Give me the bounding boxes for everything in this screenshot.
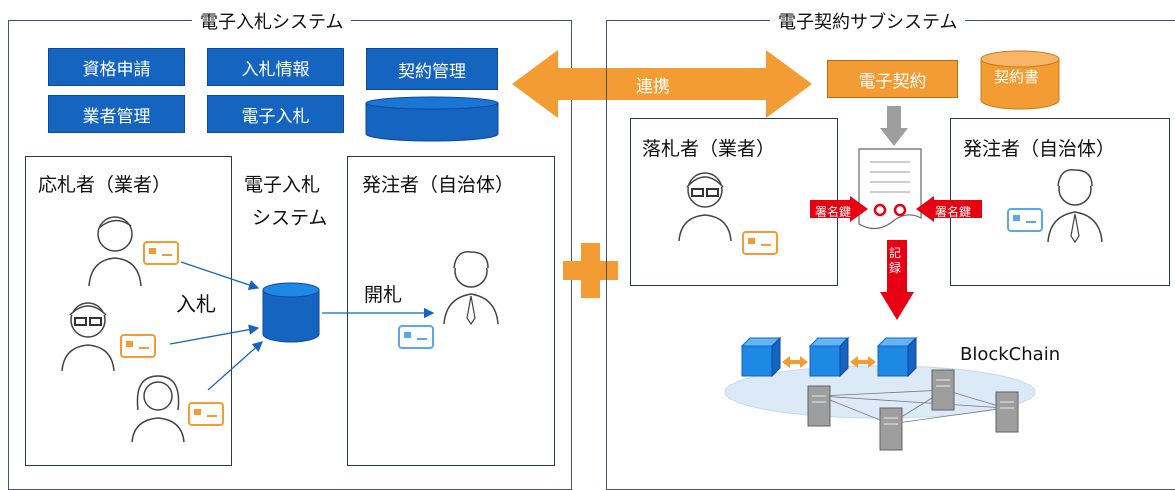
- contract-database-label: 契約書: [994, 68, 1040, 86]
- e-contract-subsystem-title: 電子契約サブシステム: [770, 8, 966, 34]
- blockchain-label: BlockChain: [960, 344, 1061, 365]
- orderer-person-left-icon: [443, 251, 499, 326]
- bid-label: 入札: [176, 292, 216, 316]
- orderer-box-right: [950, 118, 1170, 286]
- contract-management-button[interactable]: 契約管理: [366, 48, 498, 90]
- winner-box: [630, 118, 838, 286]
- bid-information-button[interactable]: 入札情報: [207, 48, 344, 86]
- id-card-icon: [188, 402, 224, 426]
- sign-key-left-label: 署名鍵: [815, 205, 852, 219]
- bidder-box-label: 応札者（業者）: [38, 174, 172, 196]
- bidder-person-2-icon: [61, 302, 115, 372]
- orderer-box-right-label: 発注者（自治体）: [963, 138, 1116, 160]
- gray-down-arrow: [880, 106, 908, 146]
- link-arrow: [512, 50, 812, 118]
- record-arrow: [880, 240, 914, 320]
- e-contract-box[interactable]: 電子契約: [827, 60, 958, 98]
- system-label-line1: 電子入札: [244, 174, 321, 196]
- winner-box-label: 落札者（業者）: [642, 138, 776, 160]
- bidder-person-1-icon: [88, 216, 142, 287]
- blockchain-network: [724, 336, 1036, 451]
- id-card-blue-icon: [398, 325, 434, 349]
- database-icon: [365, 96, 499, 142]
- contract-database-icon: [980, 50, 1060, 110]
- bidder-person-3-icon: [131, 375, 185, 443]
- id-card-icon: [742, 231, 778, 255]
- id-card-blue-icon: [1007, 208, 1043, 232]
- bid-database-icon: [262, 282, 320, 343]
- id-card-icon: [143, 241, 179, 265]
- qualification-application-button[interactable]: 資格申請: [48, 48, 185, 86]
- contract-document-icon: [858, 148, 922, 230]
- sign-arrow-right: [916, 196, 982, 222]
- orderer-box-left-label: 発注者（自治体）: [362, 174, 515, 196]
- plus-icon: [563, 243, 618, 298]
- link-label: 連携: [636, 77, 670, 97]
- vendor-management-button[interactable]: 業者管理: [48, 95, 185, 133]
- sign-arrow-left: [810, 196, 868, 222]
- e-bidding-system-title: 電子入札システム: [192, 8, 352, 34]
- orderer-person-right-icon: [1047, 169, 1103, 244]
- record-label: 記録: [889, 246, 902, 275]
- e-bidding-button[interactable]: 電子入札: [207, 95, 344, 133]
- sign-key-right-label: 署名鍵: [935, 205, 972, 219]
- winner-person-icon: [678, 172, 732, 242]
- opening-label: 開札: [364, 284, 403, 306]
- system-label-line2: システム: [252, 207, 328, 229]
- id-card-icon: [120, 334, 156, 358]
